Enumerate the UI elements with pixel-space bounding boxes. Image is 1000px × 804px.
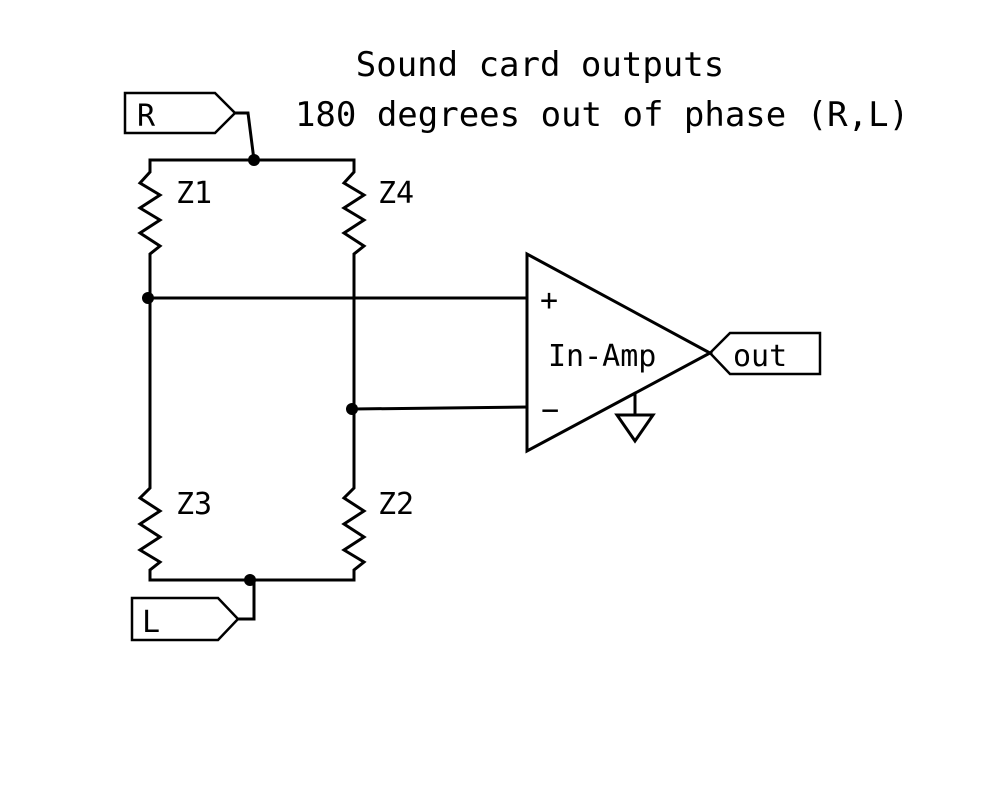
plus-sign: + xyxy=(540,283,558,318)
resistor-z1: Z1 xyxy=(137,158,212,300)
z4-label: Z4 xyxy=(378,176,414,211)
title-line-1: Sound card outputs xyxy=(356,45,724,85)
junction-right-mid xyxy=(346,403,358,415)
port-r: R xyxy=(123,91,256,162)
resistor-z3: Z3 xyxy=(137,296,212,582)
port-out-label: out xyxy=(733,339,787,374)
junction-top xyxy=(248,154,260,166)
z1-label: Z1 xyxy=(176,176,212,211)
port-r-label: R xyxy=(137,99,156,134)
ground-symbol xyxy=(614,393,656,444)
port-l-label: L xyxy=(142,605,160,640)
resistor-z2: Z2 xyxy=(341,407,414,582)
in-amp-label: In-Amp xyxy=(548,339,656,374)
z3-label: Z3 xyxy=(176,487,212,522)
title-line-2: 180 degrees out of phase (R,L) xyxy=(295,95,909,135)
z2-label: Z2 xyxy=(378,487,414,522)
junction-bottom xyxy=(244,574,256,586)
port-out: out xyxy=(708,331,822,376)
port-l: L xyxy=(130,578,256,642)
junction-left-mid xyxy=(142,292,154,304)
minus-input-wire xyxy=(352,405,529,411)
minus-sign: − xyxy=(541,393,559,428)
in-amp: + − In-Amp xyxy=(525,251,714,454)
resistor-z4: Z4 xyxy=(341,158,414,411)
